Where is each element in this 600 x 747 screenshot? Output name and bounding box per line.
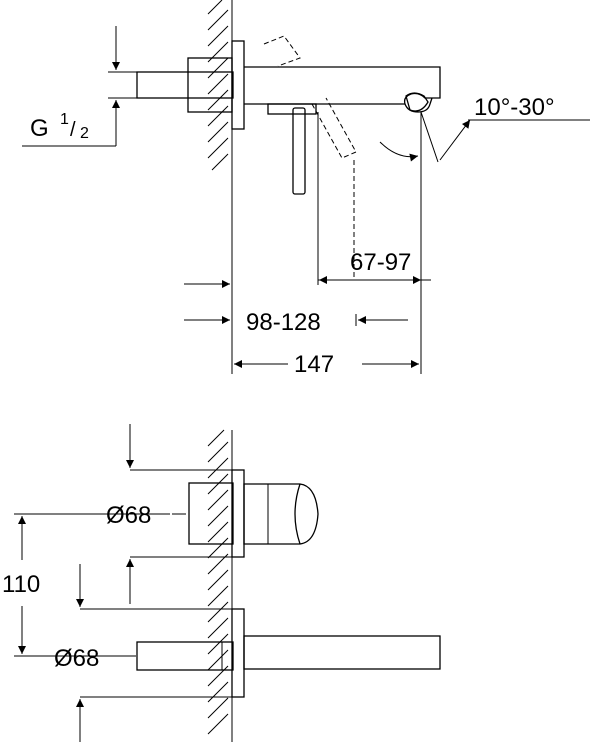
diameter-top-label: Ø68: [106, 502, 151, 529]
svg-text:/: /: [70, 119, 76, 141]
side-view: 10°-30° G 1 / 2 67-97 98-128 147: [22, 0, 590, 378]
wall-hatch-bottom: [207, 429, 233, 742]
escutcheon-plate-mixer: [231, 469, 245, 558]
front-view: Ø68 Ø68 110: [2, 424, 441, 742]
lever-handle: [292, 107, 306, 195]
inner-body: [187, 57, 233, 113]
thread-g: G: [30, 115, 49, 142]
inlet-cylinder: [136, 71, 234, 99]
spout-projection-label: 67-97: [350, 249, 411, 276]
thread-label: G 1 / 2: [30, 111, 89, 142]
center-distance-label: 110: [2, 571, 40, 598]
escutcheon-plate-spout: [231, 608, 245, 698]
mixer-body: [188, 482, 234, 545]
aerator: [405, 92, 429, 112]
lever-rotation-dashed: [263, 35, 357, 280]
wall-range-label: 98-128: [246, 309, 321, 336]
wall-hatch-top: [207, 0, 233, 172]
thread-numerator: 1: [60, 111, 69, 128]
spout-front: [243, 635, 441, 670]
escutcheon-plate-top: [231, 40, 245, 130]
thread-denominator: 2: [80, 125, 89, 142]
total-length-label: 147: [294, 351, 334, 378]
spout-inlet: [136, 641, 234, 671]
spout: [244, 66, 441, 113]
diameter-bottom-label: Ø68: [54, 645, 99, 672]
mixer-knob: [243, 483, 319, 545]
lever-base: [267, 103, 317, 115]
angle-label: 10°-30°: [474, 94, 555, 121]
